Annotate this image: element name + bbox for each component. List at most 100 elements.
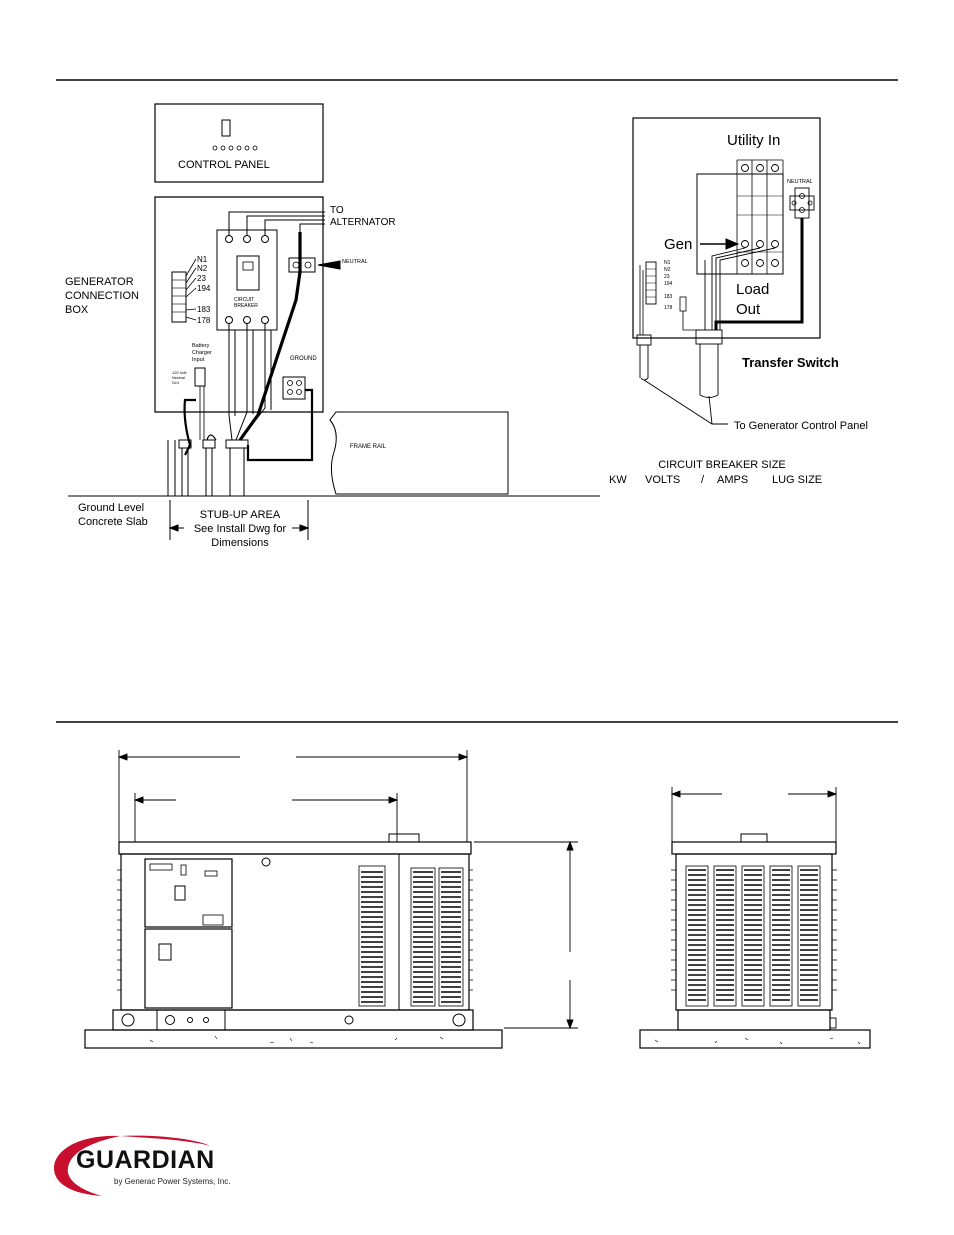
gen-label: Gen bbox=[664, 236, 692, 253]
side-roof bbox=[671, 841, 837, 855]
battery-label3: Input bbox=[192, 357, 205, 363]
side-concrete-pad bbox=[639, 1029, 871, 1049]
side-enclosure bbox=[675, 853, 833, 1011]
ground-label: GROUND bbox=[290, 356, 317, 362]
circuit-breaker-box bbox=[216, 229, 278, 331]
frame-rail-label: FRAME RAIL bbox=[350, 444, 387, 450]
load-label-line1: Load bbox=[736, 281, 769, 298]
control-panel-leds bbox=[212, 145, 258, 151]
gen-box-line2: CONNECTION bbox=[65, 290, 139, 302]
load-wires bbox=[228, 324, 272, 441]
front-base bbox=[112, 1009, 474, 1031]
to-alternator-line2: ALTERNATOR bbox=[330, 217, 396, 228]
transfer-switch-title: Transfer Switch bbox=[742, 355, 839, 370]
breaker-size-kw: KW bbox=[609, 474, 627, 486]
terminal-n2: N2 bbox=[197, 264, 208, 273]
ground-level-line2: Concrete Slab bbox=[78, 516, 148, 528]
side-roof-vent bbox=[740, 833, 768, 843]
ground-lug bbox=[282, 376, 306, 400]
logo-wordmark: GUARDIAN bbox=[76, 1146, 215, 1174]
control-panel-box bbox=[154, 103, 324, 183]
transfer-neutral-label: NEUTRAL bbox=[787, 179, 813, 185]
control-panel-switch bbox=[221, 119, 231, 137]
front-louvers bbox=[358, 865, 464, 1007]
side-base bbox=[677, 1009, 831, 1031]
neutral-arrow bbox=[317, 260, 341, 270]
ts-terminal-n2: N2 bbox=[664, 267, 671, 273]
battery-label2: Charger bbox=[192, 350, 212, 356]
control-wire bbox=[183, 398, 196, 456]
terminal-183: 183 bbox=[197, 305, 211, 314]
volt-label3: Grd bbox=[172, 380, 179, 385]
stub-conduits bbox=[167, 439, 249, 496]
ground-wire bbox=[246, 388, 314, 462]
gen-lugs bbox=[741, 240, 779, 248]
terminal-strip bbox=[171, 271, 187, 323]
breaker-size-volts: VOLTS bbox=[645, 474, 680, 486]
logo-swoosh bbox=[54, 1135, 210, 1196]
gen-arrow bbox=[725, 238, 740, 250]
frame-rail bbox=[329, 411, 509, 495]
control-conduit bbox=[639, 345, 649, 378]
stub-dimension bbox=[168, 500, 310, 540]
ground-level-line1: Ground Level bbox=[78, 502, 144, 514]
power-conduit bbox=[699, 344, 719, 395]
neutral-conductor bbox=[238, 232, 302, 441]
volt-label2: Neutral bbox=[172, 375, 185, 380]
stub-up-line3: Dimensions bbox=[211, 537, 269, 549]
ts-terminal-194: 194 bbox=[664, 281, 673, 287]
side-side-fins bbox=[671, 869, 837, 991]
ts-terminal-178: 178 bbox=[664, 305, 673, 311]
breaker-size-slash: / bbox=[701, 474, 705, 486]
front-lower-panel bbox=[144, 928, 233, 1009]
switch-mechanism bbox=[696, 173, 784, 275]
breaker-size-lug: LUG SIZE bbox=[772, 474, 822, 486]
breaker-size-title: CIRCUIT BREAKER SIZE bbox=[658, 459, 786, 471]
breaker-size-amps: AMPS bbox=[717, 474, 748, 486]
side-width-dimension bbox=[670, 787, 838, 842]
terminal-leader-lines bbox=[185, 258, 197, 321]
front-control-panel bbox=[144, 858, 233, 928]
transfer-switch-diagram bbox=[632, 117, 821, 425]
to-control-panel-label: To Generator Control Panel bbox=[734, 420, 868, 432]
front-side-fins bbox=[117, 869, 473, 991]
guardian-logo: GUARDIAN by Generac Power Systems, Inc. bbox=[50, 1132, 231, 1198]
stub-up-line2: See Install Dwg for bbox=[194, 523, 287, 535]
to-alternator-line1: TO bbox=[330, 205, 344, 216]
breaker-label2: BREAKER bbox=[234, 303, 258, 309]
neutral-label: NEUTRAL bbox=[342, 259, 368, 265]
terminal-194: 194 bbox=[197, 284, 211, 293]
breaker-lugs bbox=[225, 235, 269, 324]
terminal-23: 23 bbox=[197, 274, 206, 283]
side-louvers bbox=[685, 865, 821, 1007]
ts-terminal-183: 183 bbox=[664, 294, 673, 300]
gen-box-line1: GENERATOR bbox=[65, 276, 134, 288]
terminal-n1: N1 bbox=[197, 255, 208, 264]
neutral-bar bbox=[288, 257, 316, 273]
ts-terminal-23: 23 bbox=[664, 274, 670, 280]
generator-wiring-diagram bbox=[68, 103, 600, 540]
transfer-switch-enclosure bbox=[632, 117, 821, 339]
utility-in-label: Utility In bbox=[727, 132, 780, 149]
alternator-wires bbox=[228, 211, 325, 235]
circuit-breaker-handle bbox=[236, 255, 260, 291]
logo-subtitle: by Generac Power Systems, Inc. bbox=[114, 1177, 231, 1186]
ts-terminal-n1: N1 bbox=[664, 260, 671, 266]
gen-feeder-wires bbox=[704, 247, 776, 330]
front-roof bbox=[118, 841, 472, 855]
front-lock bbox=[261, 857, 271, 867]
battery-charger-terminal bbox=[194, 367, 206, 387]
generator-front-view bbox=[84, 750, 578, 1049]
terminal-178: 178 bbox=[197, 316, 211, 325]
generator-side-view bbox=[639, 787, 871, 1049]
front-width-dimension bbox=[117, 750, 469, 842]
front-concrete-pad bbox=[84, 1029, 503, 1049]
gen-box-line3: BOX bbox=[65, 304, 89, 316]
utility-lugs bbox=[741, 164, 779, 172]
breaker-label1: CIRCUIT bbox=[234, 297, 254, 303]
battery-label1: Battery bbox=[192, 343, 210, 349]
control-panel-label: CONTROL PANEL bbox=[178, 159, 270, 171]
load-label-line2: Out bbox=[736, 301, 761, 318]
front-roof-vent bbox=[388, 833, 420, 843]
